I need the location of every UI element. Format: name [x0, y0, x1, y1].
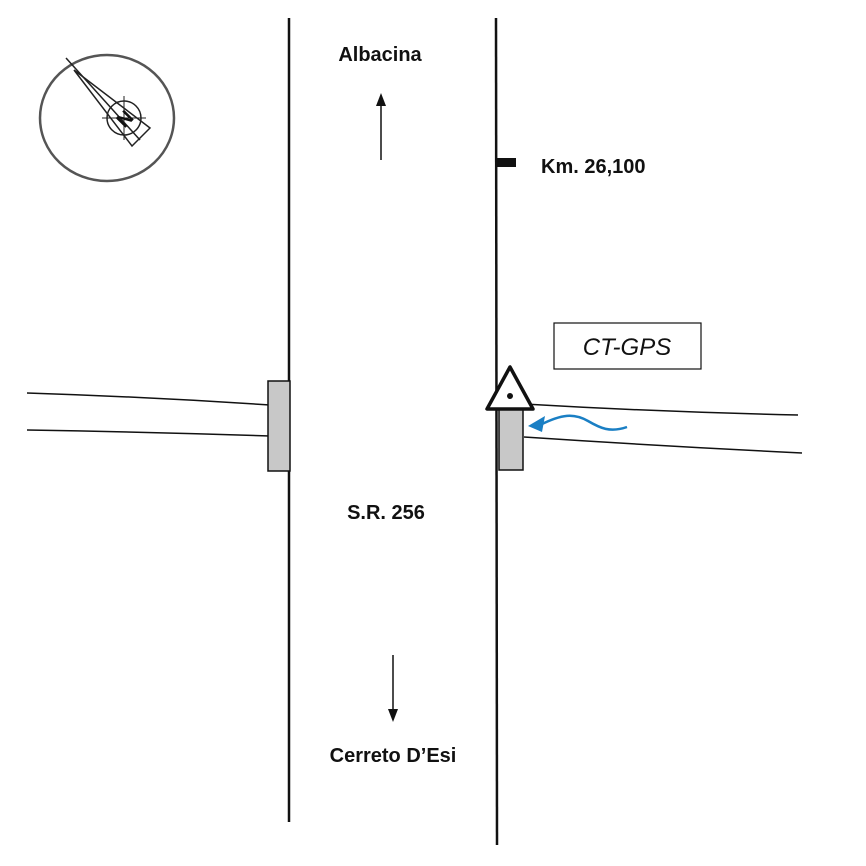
flow-direction-arrow — [528, 414, 628, 432]
kilometre-marker-tick — [497, 158, 516, 167]
north-direction-arrow — [376, 93, 386, 160]
station-label: CT-GPS — [583, 334, 671, 361]
north-destination-label: Albacina — [338, 44, 422, 66]
gps-station-marker-icon — [485, 365, 535, 411]
bridge-east — [498, 405, 524, 471]
compass-north-letter: N — [113, 107, 139, 133]
stream-east — [523, 403, 803, 454]
bridge-west — [267, 380, 291, 472]
south-destination-label: Cerreto D’Esi — [330, 745, 457, 767]
station-label-box — [553, 322, 702, 370]
stream-west — [26, 392, 271, 437]
kilometre-marker-label: Km. 26,100 — [541, 156, 646, 178]
road-name-label: S.R. 256 — [347, 502, 425, 524]
compass-icon: N — [38, 53, 176, 183]
road-edge-east — [494, 17, 499, 846]
south-direction-arrow — [388, 655, 398, 722]
